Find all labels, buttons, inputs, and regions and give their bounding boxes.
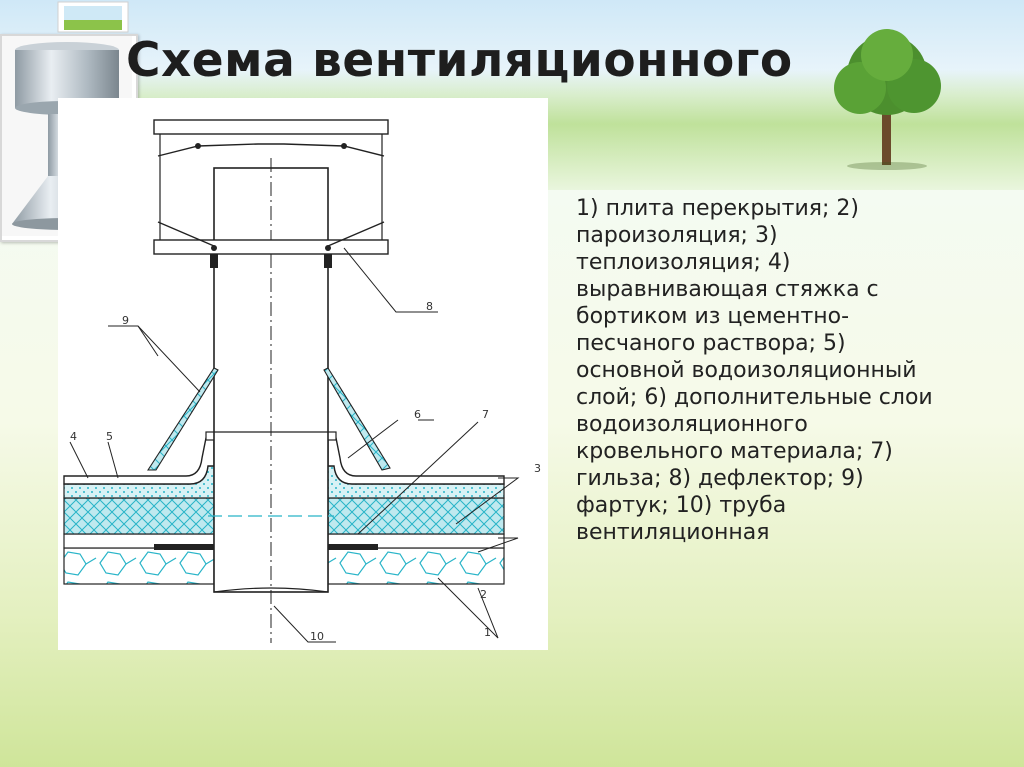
thermal-insulation-layer (63, 497, 505, 535)
photo-frame-decoration (57, 1, 129, 33)
callout-8: 8 (426, 300, 433, 313)
callout-2: 2 (480, 588, 487, 601)
callout-4: 4 (70, 430, 77, 443)
callout-9: 9 (122, 314, 129, 327)
leader-lines (69, 247, 520, 643)
deflector (153, 119, 389, 268)
callout-labels: 1 2 3 4 5 6 7 8 9 10 (70, 300, 541, 643)
callout-3: 3 (534, 462, 541, 475)
legend-text: 1) плита перекрытия; 2) пароизоляция; 3)… (576, 196, 933, 545)
callout-7: 7 (482, 408, 489, 421)
vapour-barrier-layer (63, 533, 505, 550)
ventilation-pipe (208, 158, 334, 643)
callout-1: 1 (484, 626, 491, 639)
floor-slab-layer (63, 547, 505, 585)
ventilation-diagram: 1 2 3 4 5 6 7 8 9 10 (58, 98, 548, 650)
callout-6: 6 (414, 408, 421, 421)
apron (146, 367, 391, 471)
callout-5: 5 (106, 430, 113, 443)
tree-illustration (834, 29, 941, 170)
callout-10: 10 (310, 630, 324, 643)
